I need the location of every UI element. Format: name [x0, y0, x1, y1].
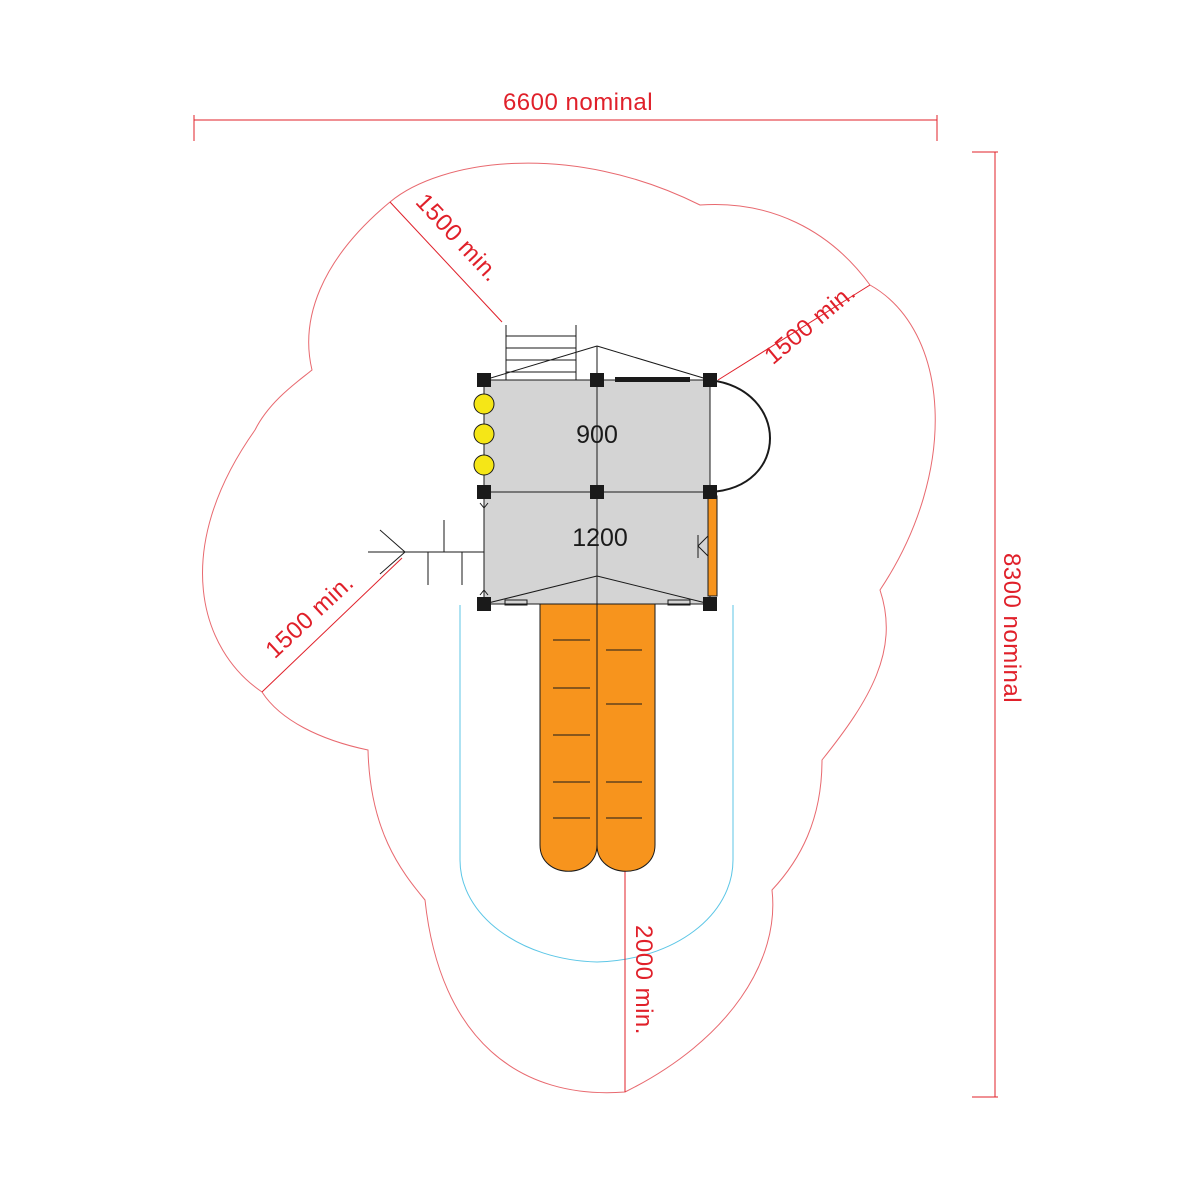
- slide-right: [596, 603, 656, 872]
- panel-bar-top: [615, 377, 690, 382]
- post: [477, 597, 491, 611]
- panel-bottom-left: [504, 599, 528, 606]
- width-dimension: 6600 nominal: [193, 89, 938, 141]
- climbing-handle: [473, 423, 495, 445]
- platform-lower-height-label: 1200: [572, 524, 628, 552]
- clearance-label-top-left: 1500 min.: [410, 188, 505, 287]
- clearance-label-left: 1500 min.: [260, 569, 359, 664]
- clearance-label-slide: 2000 min.: [630, 925, 657, 1035]
- arrow-marker: [479, 589, 489, 596]
- double-slide: [539, 603, 656, 872]
- post: [703, 597, 717, 611]
- ladder-top: [505, 325, 577, 382]
- slide-zone-outline: [459, 605, 734, 963]
- arrow-marker: [479, 502, 489, 509]
- panel-bottom-right: [667, 599, 691, 606]
- height-dimension: 8300 nominal: [972, 151, 1025, 1098]
- post: [477, 485, 491, 499]
- platform-upper-height-label: 900: [576, 421, 618, 449]
- clearance-line-left: [261, 557, 403, 693]
- post: [590, 485, 604, 499]
- slide-left: [539, 603, 598, 872]
- safety-zone-outline: [202, 162, 936, 1094]
- post: [590, 373, 604, 387]
- clearance-label-top-right: 1500 min.: [759, 279, 861, 370]
- post: [477, 373, 491, 387]
- post: [703, 373, 717, 387]
- side-panel-right: [707, 495, 718, 597]
- height-dimension-label: 8300 nominal: [998, 553, 1025, 703]
- clearance-line-top-right: [717, 284, 871, 381]
- width-dimension-label: 6600 nominal: [503, 89, 653, 116]
- clearance-line-top-left: [389, 201, 503, 323]
- marker-k: [697, 535, 709, 558]
- climbing-handle: [473, 454, 495, 476]
- climbing-handle: [473, 393, 495, 415]
- post: [703, 485, 717, 499]
- climber-left: [368, 520, 484, 585]
- arch-right: [709, 379, 771, 493]
